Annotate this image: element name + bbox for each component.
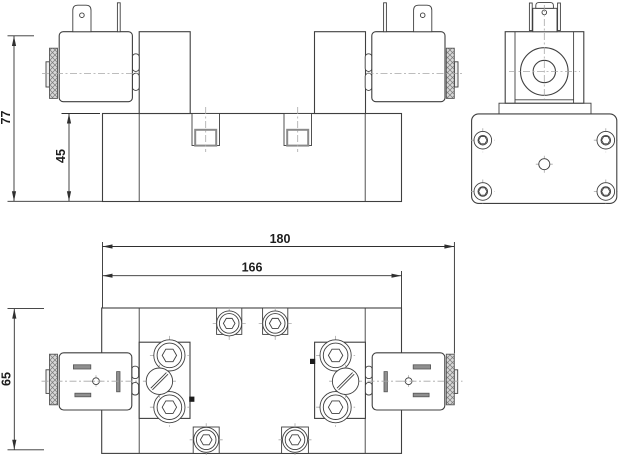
pilot-block-front-right	[313, 31, 367, 115]
adapter-plate	[498, 102, 592, 115]
solenoid-right	[364, 2, 462, 103]
top-view: 180 166 65	[0, 232, 463, 455]
coil-interface-tab	[364, 72, 373, 91]
din-connector	[413, 4, 433, 33]
terminal-slot	[116, 371, 121, 393]
coil-interface-tab	[364, 365, 373, 380]
valve-body-front	[101, 112, 403, 203]
coil-body	[371, 31, 446, 103]
dimension-body-width: 65	[0, 308, 44, 451]
connector-pin	[116, 2, 121, 33]
pilot-block-top-right	[310, 335, 366, 428]
terminal-slot	[412, 392, 430, 398]
dimension-overall-length: 180	[102, 232, 455, 354]
coil-interface-tab	[131, 382, 140, 396]
connector-pin	[528, 2, 533, 31]
mounting-slot-right	[283, 107, 312, 152]
dimension-overall-height: 77	[0, 35, 103, 202]
dimension-label: 45	[54, 149, 68, 163]
manual-override-cap	[45, 61, 50, 88]
connector-pin	[383, 2, 387, 33]
side-view	[470, 2, 619, 204]
coil-interface-tab	[131, 53, 140, 72]
mounting-slot-left	[191, 107, 220, 152]
manual-override-cap	[454, 61, 459, 88]
din-connector	[72, 4, 92, 33]
coil-interface-tab	[131, 72, 140, 91]
terminal-slot	[74, 392, 92, 398]
connector-block-top-right	[364, 352, 463, 411]
dimension-body-height: 45	[54, 113, 100, 202]
front-view: 77 45	[0, 2, 462, 203]
pilot-block-front-left	[138, 31, 191, 115]
coil-interface-tab	[364, 382, 373, 396]
solenoid-left	[42, 2, 140, 103]
knurled-knob	[49, 353, 58, 406]
coil-interface-tab	[131, 365, 140, 380]
orientation-marker	[310, 358, 316, 364]
dimension-label: 77	[0, 111, 13, 125]
dimension-body-length: 166	[102, 261, 402, 308]
orientation-marker	[189, 396, 195, 402]
terminal-slot	[412, 364, 432, 370]
coil-interface-tab	[364, 53, 373, 72]
connector-block-top-left	[41, 352, 140, 411]
terminal-slot	[383, 371, 388, 393]
connector-pin	[557, 2, 561, 31]
terminal-slot	[73, 364, 92, 370]
din-connector-end	[528, 2, 561, 33]
knurled-knob	[445, 353, 455, 406]
connector-screw-hole	[79, 12, 85, 18]
dimension-label: 65	[0, 372, 13, 386]
coil-body	[58, 31, 133, 103]
pilot-block-top-left	[138, 335, 195, 428]
connector-screw-hole	[419, 12, 426, 18]
dimension-label: 180	[270, 232, 291, 246]
dimension-label: 166	[242, 261, 263, 275]
